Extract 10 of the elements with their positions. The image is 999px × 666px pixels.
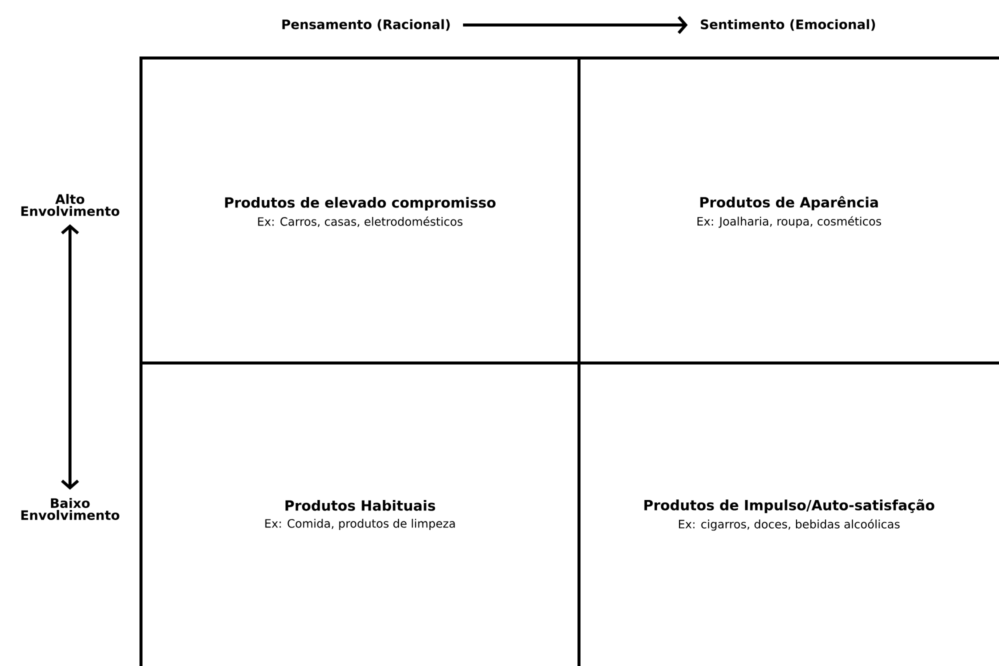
quadrant-cell: Produtos de elevado compromisso Ex: Carros, casas, eletrodomésticos: [225, 196, 496, 228]
axis-label: Sentimento (Emocional): [700, 19, 875, 31]
quadrant-cell: Produtos de Impulso/Auto-satisfação Ex: cigarros, doces, bebidas alcoólicas: [644, 499, 934, 531]
axis-label: Baixo Envolvimento: [21, 498, 120, 520]
quadrant-cell: Produtos Habituais Ex: Comida, produtos de limpeza: [265, 500, 455, 530]
quadrant-cell: Produtos de Aparência Ex: Joalharia, roupa, cosméticos: [698, 196, 882, 228]
axis-label: Alto Envolvimento: [21, 194, 120, 216]
arrow: [61, 224, 79, 490]
axis-label: Pensamento (Racional): [282, 19, 450, 31]
arrow: [463, 16, 688, 34]
